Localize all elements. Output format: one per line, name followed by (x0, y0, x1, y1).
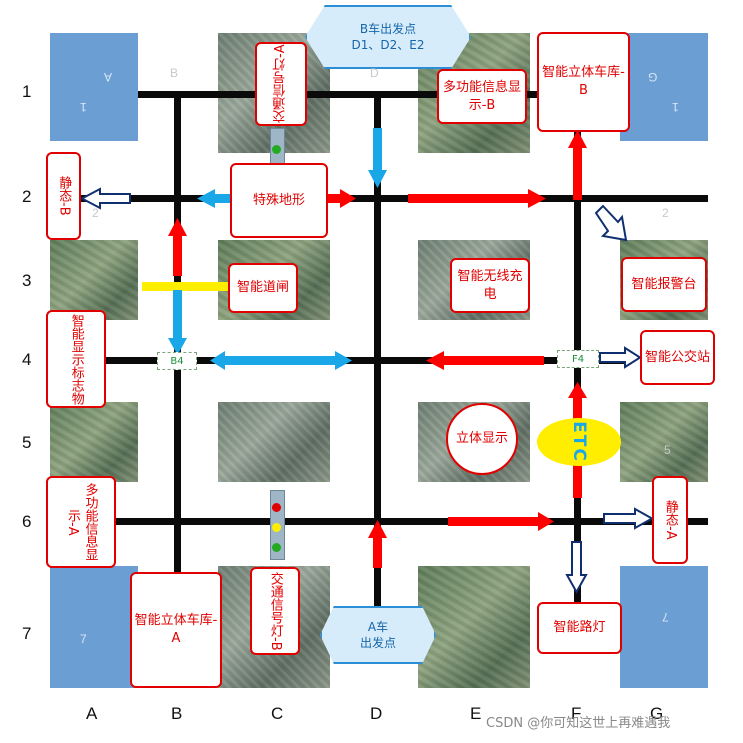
street-light-label: 智能路灯 (537, 602, 622, 654)
faint-letter-five-right: 5 (664, 443, 671, 457)
red-arrow-d-up (373, 538, 382, 568)
faint-letter-a-corner: A (104, 70, 113, 84)
garage-b-label: 智能立体车库-B (537, 32, 630, 132)
bus-stop-label: 智能公交站 (640, 330, 715, 385)
node-f4: F4 (557, 350, 599, 368)
blue-arrow-row4 (225, 356, 335, 365)
faint-letter-g-corner: G (648, 70, 658, 84)
city-block-a5 (50, 402, 138, 482)
road-col-d (374, 92, 381, 612)
blue-arrow-row2-left (215, 194, 237, 203)
csdn-watermark: CSDN @你可知这世上再难遇我 (486, 716, 671, 731)
static-a-label: 静态-A (652, 476, 688, 564)
faint-letter-two-right: 2 (662, 206, 669, 220)
special-terrain-label: 特殊地形 (230, 163, 328, 238)
traffic-light-b-red (272, 503, 281, 512)
red-arrow-row6-right (448, 517, 538, 526)
outline-arrow-bus (599, 346, 642, 369)
city-block-a3 (50, 240, 138, 320)
gate-label: 智能道闸 (228, 263, 298, 313)
col-label-d: D (370, 704, 383, 723)
info-display-b-label: 多功能信息显示-B (437, 69, 527, 124)
col-label-e: E (470, 704, 482, 723)
red-arrow-f-up (573, 148, 582, 200)
city-block-e7 (418, 566, 530, 688)
row-label-4: 4 (22, 350, 32, 369)
water-block-g1 (620, 33, 708, 141)
wireless-charging-label: 智能无线充电 (450, 258, 530, 313)
blue-arrow-b-down (173, 290, 182, 338)
col-label-g: G (650, 704, 664, 723)
city-block-c5 (218, 402, 330, 482)
water-block-g7 (620, 566, 708, 688)
outline-arrow-static-a (603, 507, 655, 530)
etc-label: ETC (569, 421, 589, 463)
road-row-4 (100, 357, 625, 364)
faint-letter-one-left: 1 (80, 100, 87, 114)
faint-letter-b-top: B (170, 66, 179, 80)
water-block-a7 (50, 566, 138, 688)
water-block-a1 (50, 33, 138, 141)
traffic-light-b-yellow (272, 523, 281, 532)
faint-letter-d-top: D (370, 66, 379, 80)
col-label-a: A (86, 704, 98, 723)
start-point-a: A车 出发点 (320, 606, 436, 664)
traffic-light-a-label: 交通信号灯-A (255, 42, 307, 126)
col-label-b: B (171, 704, 183, 723)
col-label-c: C (271, 704, 284, 723)
gate-barrier (142, 282, 232, 291)
faint-letter-one-right: 1 (672, 100, 679, 114)
city-block-g5 (620, 402, 708, 482)
faint-letter-seven-right: 7 (662, 610, 669, 624)
static-b-label: 静态-B (46, 152, 81, 240)
red-arrow-row2-right (408, 194, 528, 203)
garage-a-label: 智能立体车库-A (130, 572, 222, 688)
red-arrow-b-up (173, 236, 182, 276)
stereo-display-label: 立体显示 (446, 403, 518, 475)
row-label-7: 7 (22, 624, 32, 643)
faint-letter-two-left: 2 (92, 206, 99, 220)
row-label-3: 3 (22, 271, 32, 290)
alarm-label: 智能报警台 (621, 257, 707, 312)
blue-arrow-d-down (373, 128, 382, 170)
start-point-b: B车出发点 D1、D2、E2 (305, 5, 471, 69)
outline-arrow-street-light (565, 541, 588, 595)
info-display-a-label: 多功能信息显示-A (46, 476, 116, 568)
display-sign-label: 智能显示标志物 (46, 310, 106, 408)
road-row-6 (100, 518, 708, 525)
outline-arrow-alarm (594, 204, 628, 242)
row-label-1: 1 (22, 82, 32, 101)
row-label-5: 5 (22, 433, 32, 452)
traffic-light-a-green (272, 145, 281, 154)
row-label-2: 2 (22, 187, 32, 206)
col-label-f: F (571, 704, 582, 723)
etc-gate: ETC (537, 418, 621, 466)
outline-arrow-static-b (79, 187, 131, 210)
red-arrow-row4-left (444, 356, 544, 365)
traffic-light-b-green (272, 543, 281, 552)
faint-letter-seven-left: 7 (80, 632, 87, 646)
row-label-6: 6 (22, 512, 32, 531)
node-b4: B4 (157, 352, 197, 370)
traffic-light-b-label: 交通信号灯-B (250, 567, 300, 655)
